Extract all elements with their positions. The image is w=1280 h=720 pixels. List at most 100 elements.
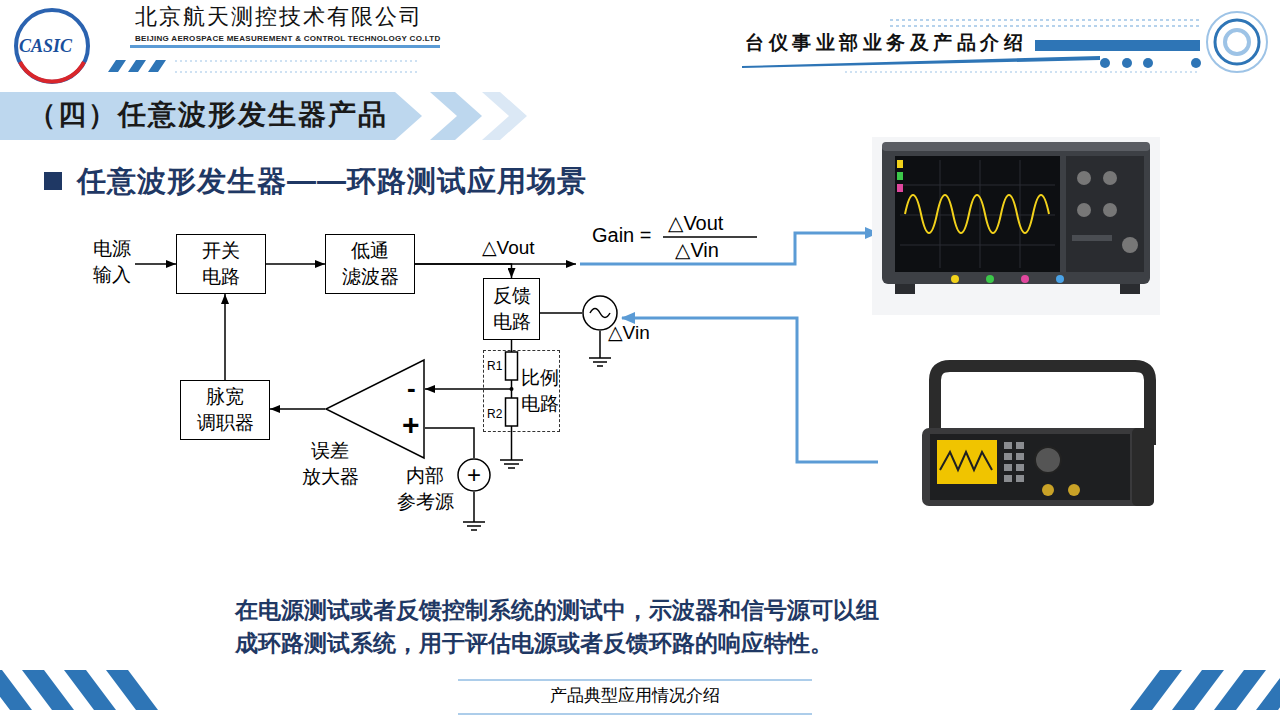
resistor-symbol <box>506 398 518 426</box>
bnc-port <box>986 275 994 283</box>
bullet-square <box>44 172 62 190</box>
formula-numerator: △Vout <box>668 211 723 236</box>
input-wire <box>135 263 176 265</box>
oscilloscope-top <box>882 142 1150 151</box>
connector <box>415 264 512 278</box>
connector <box>270 408 325 410</box>
section-chevron <box>482 92 527 140</box>
node-text: △Vin <box>608 321 650 345</box>
connector <box>425 428 474 458</box>
node-text: + <box>402 406 420 444</box>
screen-tab <box>897 160 903 168</box>
header-dot <box>1143 58 1153 68</box>
formula-text: Gain = <box>592 223 651 248</box>
header-dot <box>1122 58 1132 68</box>
connector <box>511 340 513 350</box>
control-panel <box>1066 156 1144 272</box>
formula-denominator: △Vin <box>675 238 719 263</box>
generator-body <box>922 428 1154 506</box>
header-dots <box>845 72 1200 73</box>
company-name-en: BEIJING AEROSPACE MEASUREMENT & CONTROL … <box>135 34 441 44</box>
node-text: 开关 电路 <box>189 238 254 289</box>
keypad <box>1004 442 1024 482</box>
resistor-symbol <box>506 352 518 380</box>
footer-rule <box>458 714 812 715</box>
header-dots <box>890 25 1200 27</box>
reference-source: +内部 参考源 <box>457 458 491 492</box>
screen-grid <box>900 160 1055 268</box>
bnc-port <box>1042 484 1054 496</box>
footer-stripes <box>0 670 158 710</box>
connector <box>266 263 325 265</box>
output-wire <box>415 263 576 265</box>
connector <box>425 388 483 390</box>
bnc-port <box>1021 275 1029 283</box>
process-box: 开关 电路 <box>176 234 266 294</box>
header-rule <box>130 45 440 48</box>
screen-wave <box>940 452 992 470</box>
generator-bumper <box>1132 428 1154 506</box>
footer-stripes <box>1130 670 1280 710</box>
ground-wire <box>599 331 601 358</box>
process-box: 反馈 电路 <box>483 278 540 340</box>
knob <box>1103 203 1117 217</box>
divider-group: R1R2比例 电路 <box>483 350 560 432</box>
sine-trace <box>905 195 1049 233</box>
node-text: 内部 参考源 <box>390 463 460 514</box>
corner-ring <box>1225 30 1249 54</box>
header-dot <box>1100 58 1110 68</box>
oscilloscope-screen <box>895 156 1060 272</box>
source-arrow <box>622 318 878 462</box>
junction-dot <box>510 387 514 391</box>
company-name: 北京航天测控技术有限公司 <box>135 3 423 31</box>
circle-outline <box>458 459 490 491</box>
sine-symbol <box>590 309 610 318</box>
node-text: R2 <box>487 407 502 422</box>
connector <box>224 294 226 380</box>
corner-ring <box>1215 20 1259 64</box>
signal-source: △Vin <box>582 295 618 331</box>
photo-background <box>872 137 1160 315</box>
node-text: + <box>457 458 491 492</box>
logo-ring <box>16 10 88 82</box>
node-text: - <box>407 372 416 405</box>
header-dots <box>890 19 1200 21</box>
caption: 在电源测试或者反馈控制系统的测试中，示波器和信号源可以组成环路测试系统，用于评估… <box>235 594 895 661</box>
knob <box>1035 447 1061 473</box>
signal-name: △Vout <box>482 236 535 260</box>
knob <box>1103 171 1117 185</box>
bnc-port <box>1068 484 1080 496</box>
node-text: 低通 滤波器 <box>338 238 403 289</box>
connector <box>540 312 582 314</box>
header-text: 台仪事业部业务及产品介绍 <box>745 31 1027 55</box>
bnc-port <box>951 275 959 283</box>
header-dots <box>175 61 420 62</box>
node-text: 误差 放大器 <box>299 438 361 489</box>
screen-tab <box>897 184 903 192</box>
section-title: （四）任意波形发生器产品 <box>28 97 388 132</box>
header-dots <box>175 72 420 73</box>
corner-ring <box>1207 12 1267 72</box>
header-stripes <box>108 60 166 72</box>
input-label: 电源 输入 <box>86 236 138 287</box>
generator-panel <box>930 434 1130 500</box>
ground-wire <box>473 492 475 522</box>
bnc-port <box>1056 275 1064 283</box>
node-text: 比例 电路 <box>520 365 560 416</box>
ground-symbol <box>500 460 523 468</box>
subtitle: 任意波形发生器——环路测试应用场景 <box>77 163 587 199</box>
knob <box>1077 171 1091 185</box>
screen-tab <box>897 172 903 180</box>
ground-symbol <box>463 522 485 530</box>
generator-screen <box>937 440 997 484</box>
header-dot <box>1191 58 1201 68</box>
ground-symbol <box>589 358 611 366</box>
section-band <box>0 92 422 140</box>
process-box: 脉宽 调职器 <box>180 380 270 440</box>
key-row <box>1072 235 1112 241</box>
fraction-bar <box>663 236 757 238</box>
footer-rule <box>458 680 812 681</box>
footer-text: 产品典型应用情况介绍 <box>458 685 812 706</box>
foot <box>895 284 915 294</box>
